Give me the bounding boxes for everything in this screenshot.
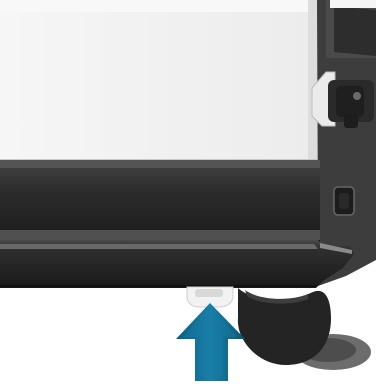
door-hinge <box>312 72 374 128</box>
lower-body-panel <box>0 160 320 242</box>
door-pillar <box>317 0 376 286</box>
rear-door-panel <box>0 0 317 160</box>
wheel <box>238 288 331 365</box>
body-side-vent <box>334 187 354 215</box>
upward-arrow-icon <box>176 303 245 381</box>
rear-step-bumper <box>0 240 354 288</box>
